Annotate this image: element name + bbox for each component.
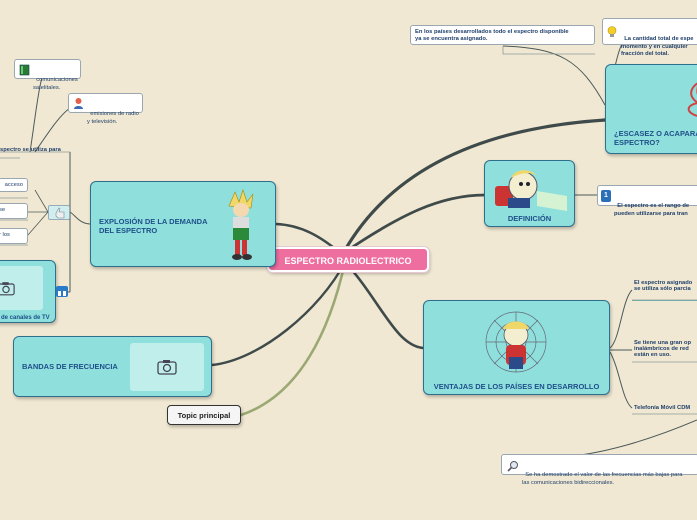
note-definicion-body: El espectro es el rango de pueden utiliz… [614, 203, 689, 216]
note-acceso[interactable]: acceso [0, 178, 28, 192]
swirl-illustration [676, 75, 697, 120]
note-comunicaciones[interactable]: comunicaciones satelitales. [14, 59, 81, 79]
topic-explosion[interactable]: EXPLOSIÓN DE LA DEMANDA DEL ESPECTRO [90, 181, 276, 267]
topic-escasez[interactable]: ¿ESCASEZ O ACAPARA ESPECTRO? [605, 64, 697, 154]
note-demostrado[interactable]: Se ha demostrado el valor de las frecuen… [501, 454, 697, 475]
note-asignado-parcial[interactable]: El espectro asignado se utiliza sólo par… [634, 280, 692, 292]
camera-icon[interactable] [157, 359, 177, 375]
branch-ventajas [345, 262, 423, 348]
topic-definicion[interactable]: DEFINICIÓN [484, 160, 575, 227]
topic-bandas-label: BANDAS DE FRECUENCIA [22, 363, 118, 372]
central-node[interactable]: ESPECTRO RADIOLECTRICO [267, 247, 429, 272]
topic-principal[interactable]: Topic principal [167, 405, 241, 425]
note-telefonia[interactable]: Telefonía Móvil CDM [634, 405, 690, 411]
topic-definicion-label: DEFINICIÓN [485, 215, 574, 224]
book-icon [19, 64, 30, 76]
spider-web-illustration [476, 307, 556, 377]
cartoon-warrior-illustration [221, 188, 261, 263]
central-label: ESPECTRO RADIOLECTRICO [284, 256, 411, 266]
note-cantidad-total[interactable]: La cantidad total de espe momento y en c… [602, 18, 697, 45]
branch-bandas [212, 262, 345, 365]
note-paises-desarrollados[interactable]: En los países desarrollados todo el espe… [410, 25, 595, 45]
note-se[interactable]: se [0, 203, 28, 219]
note-espectro-utiliza[interactable]: spectro se utiliza para [0, 147, 61, 153]
topic-canales-label: de canales de TV [1, 315, 50, 322]
note-emisiones[interactable]: emisiones de radio y televisión. [68, 93, 143, 113]
topic-principal-label: Topic principal [178, 411, 231, 420]
camera-icon[interactable] [0, 281, 15, 296]
link-icon[interactable] [56, 286, 68, 297]
lightbulb-icon [607, 26, 617, 38]
topic-ventajas-label: VENTAJAS DE LOS PAÍSES EN DESARROLLO [424, 383, 609, 392]
topic-bandas[interactable]: BANDAS DE FRECUENCIA [13, 336, 212, 397]
note-r-los[interactable]: r los [0, 228, 28, 244]
note-definicion-text[interactable]: 1 El espectro es el rango de pueden util… [597, 185, 697, 206]
topic-explosion-label: EXPLOSIÓN DE LA DEMANDA DEL ESPECTRO [99, 218, 207, 235]
note-gran-op[interactable]: Se tiene una gran op inalámbricos de red… [634, 340, 691, 358]
topic-canales[interactable]: de canales de TV [0, 260, 56, 323]
topic-ventajas[interactable]: VENTAJAS DE LOS PAÍSES EN DESARROLLO [423, 300, 610, 395]
number-1-icon: 1 [601, 190, 611, 202]
user-icon [73, 97, 84, 110]
branch-definicion [345, 195, 485, 252]
cartoon-character-illustration [493, 166, 568, 211]
magnifier-icon [507, 460, 519, 472]
thumbs-up-icon[interactable] [48, 205, 70, 220]
thumbs-up-glyph [49, 206, 71, 221]
link-glyph [56, 288, 68, 299]
topic-escasez-label: ¿ESCASEZ O ACAPARA ESPECTRO? [614, 130, 697, 147]
